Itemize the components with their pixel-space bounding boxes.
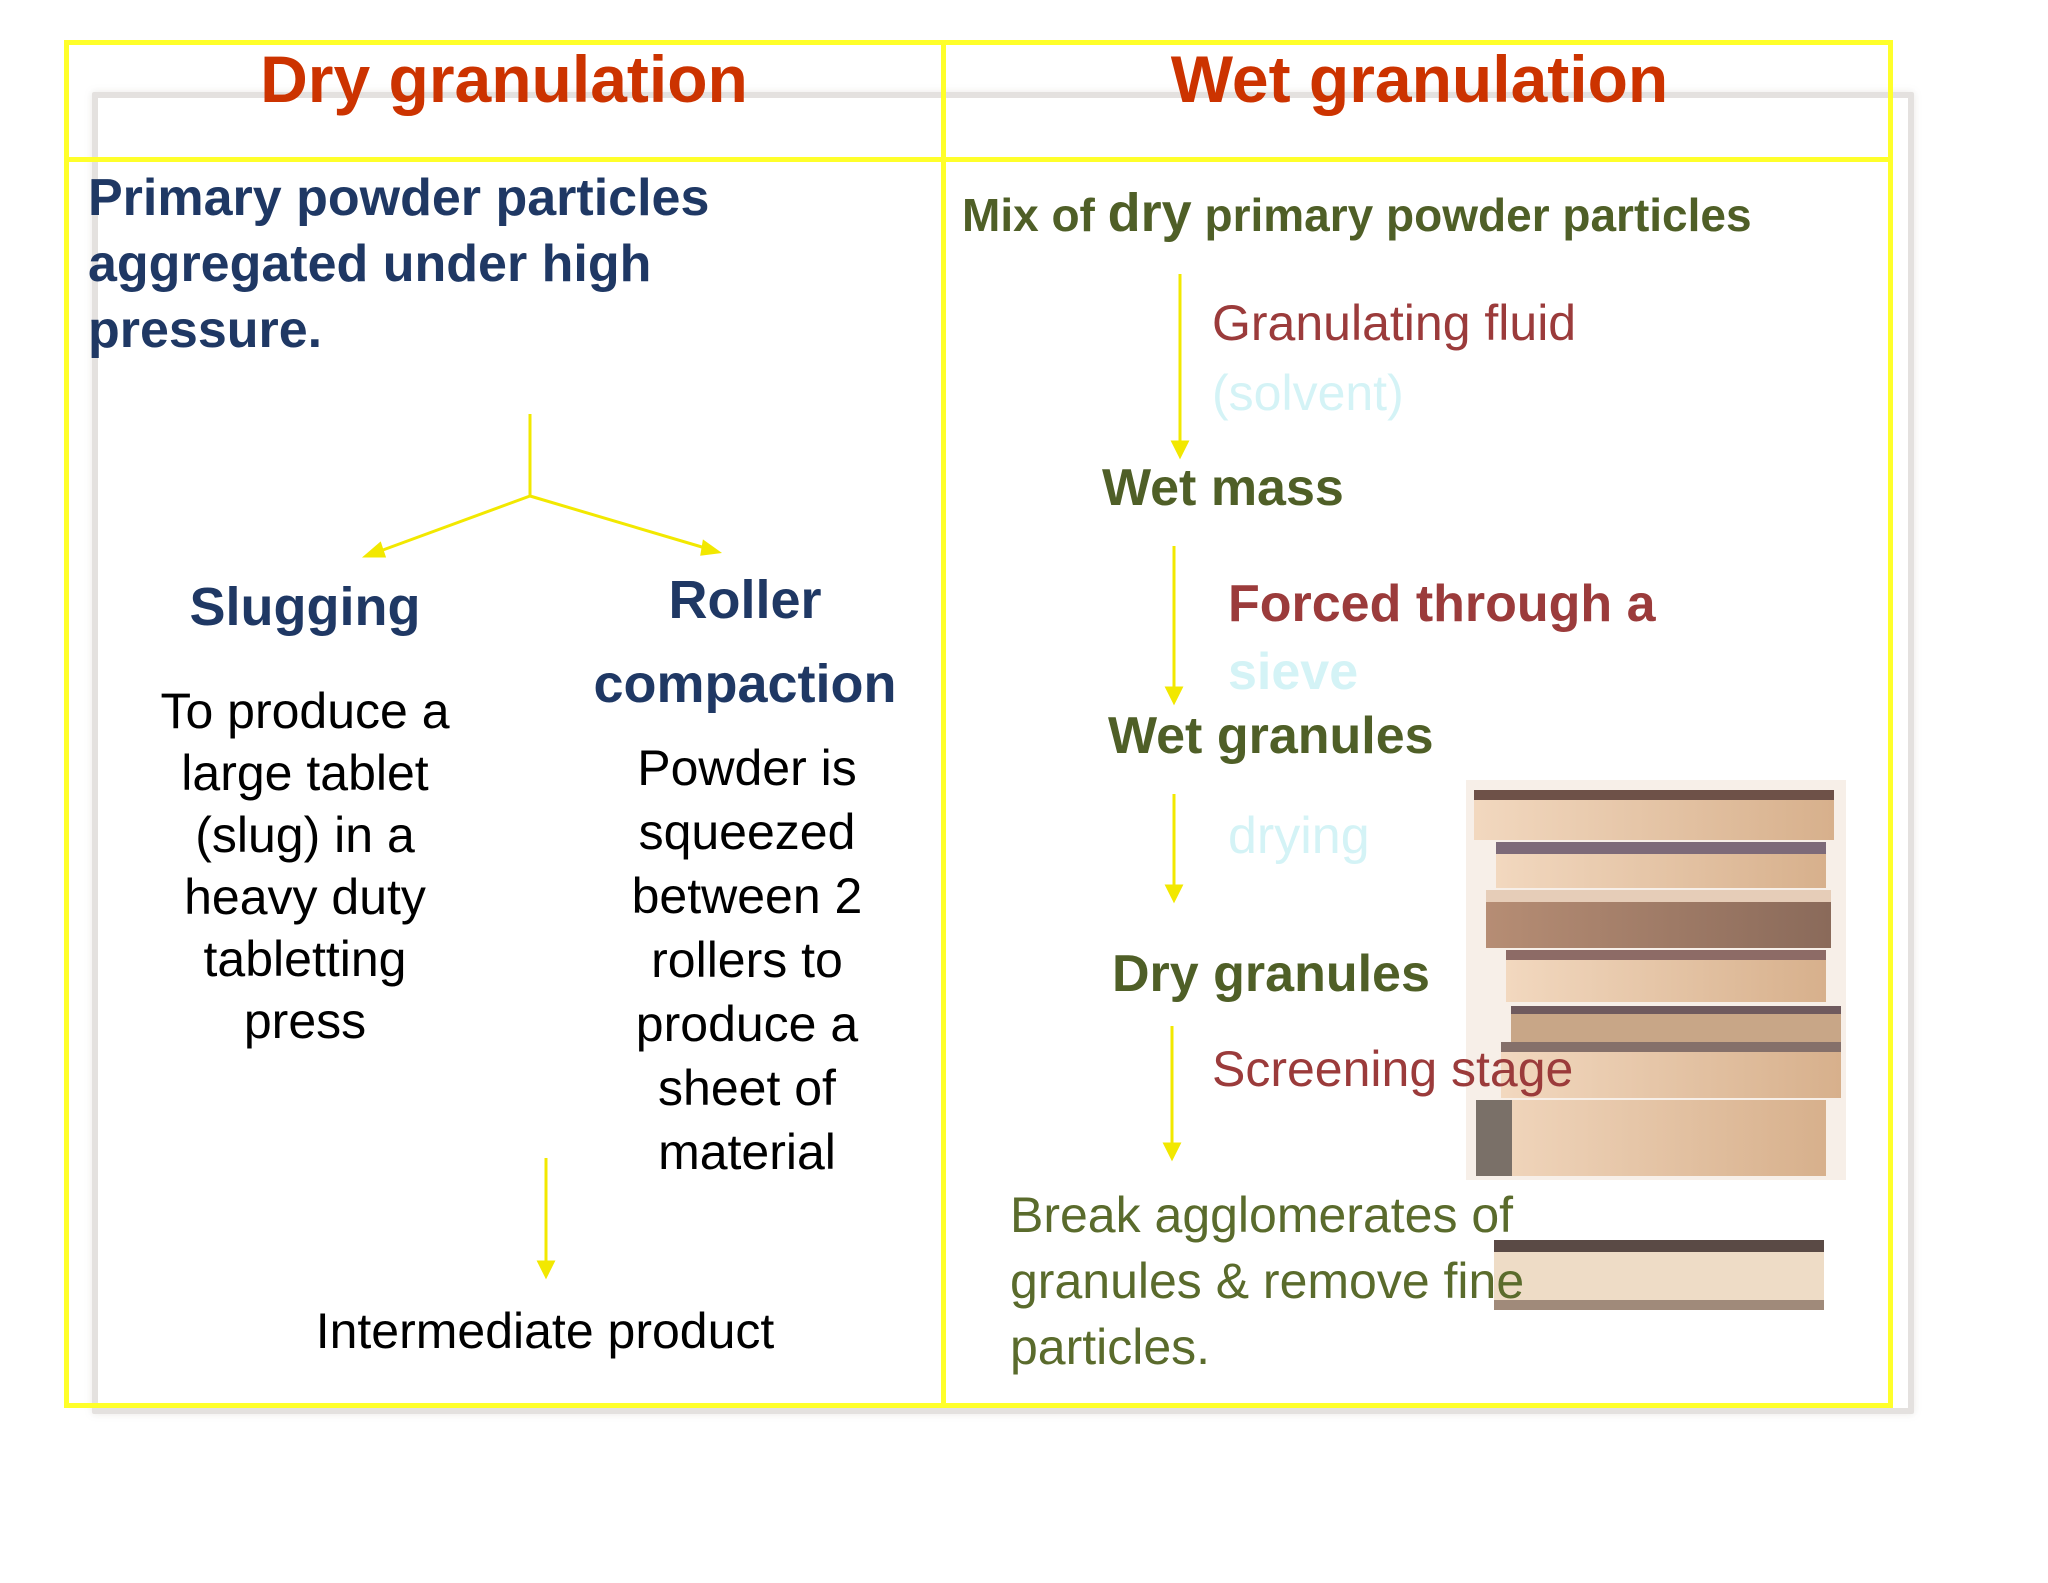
header-wet-granulation: Wet granulation (1170, 42, 1669, 116)
slugging-desc-line: (slug) in a (195, 807, 415, 863)
slugging-desc-line: tabletting (203, 931, 407, 987)
column-divider (941, 40, 946, 1408)
roller-desc-line: squeezed (638, 804, 856, 860)
header-dry-granulation: Dry granulation (260, 42, 748, 116)
wet-arrowhead-4 (1162, 1142, 1182, 1162)
wet-arrowhead-2 (1164, 686, 1184, 706)
step-granulating-fluid: Granulating fluid (solvent) (1212, 288, 1576, 428)
step-sieve-line: sieve (1228, 643, 1359, 701)
dry-result-arrowhead (536, 1260, 556, 1280)
slugging-desc-line: To produce a (160, 683, 450, 739)
wet-start-prefix: Mix of (962, 189, 1108, 241)
wet-final-result: Break agglomerates of granules & remove … (1010, 1182, 1524, 1380)
wet-mass: Wet mass (1102, 459, 1344, 517)
wet-start: Mix of dry primary powder particles (962, 182, 1752, 244)
roller-desc-line: rollers to (651, 932, 843, 988)
slugging-desc-line: heavy duty (184, 869, 426, 925)
stacked-books-icon (1466, 780, 1846, 1310)
header-divider (64, 157, 1893, 162)
intermediate-product: Intermediate product (315, 1303, 775, 1359)
slugging-title: Slugging (189, 577, 421, 637)
branch-right-arrow (529, 494, 713, 552)
wet-arrowhead-1 (1170, 440, 1190, 460)
roller-desc-line: produce a (635, 996, 859, 1052)
branch-right-arrowhead (700, 539, 722, 556)
wet-start-suffix: primary powder particles (1191, 189, 1752, 241)
wet-final-line: Break agglomerates of (1010, 1187, 1514, 1243)
roller-compaction-title: Roller compaction (580, 558, 910, 726)
dry-intro: Primary powder particles aggregated unde… (88, 165, 709, 363)
slugging-desc-line: large tablet (181, 745, 429, 801)
step-granulating-fluid-line: (solvent) (1212, 365, 1404, 421)
wet-granules: Wet granules (1108, 707, 1434, 765)
slugging-desc-line: press (243, 993, 367, 1049)
step-screening-stage: Screening stage (1212, 1041, 1574, 1097)
slugging-description: To produce a large tablet (slug) in a he… (120, 680, 490, 1052)
wet-final-line: granules & remove fine (1010, 1253, 1525, 1309)
step-drying: drying (1228, 807, 1370, 865)
step-forced-through-sieve: Forced through a sieve (1228, 570, 1656, 706)
wet-arrowhead-3 (1164, 884, 1184, 904)
dry-granules: Dry granules (1112, 945, 1430, 1003)
roller-desc-line: between 2 (631, 868, 863, 924)
step-granulating-fluid-line: Granulating fluid (1212, 295, 1577, 351)
wet-start-emph: dry (1107, 183, 1192, 243)
roller-desc-line: sheet of (658, 1060, 836, 1116)
dry-intro-line: Primary powder particles (88, 169, 710, 227)
roller-desc-line: Powder is (637, 740, 857, 796)
dry-intro-line: aggregated under high (88, 235, 652, 293)
roller-desc-line: material (658, 1124, 836, 1180)
step-sieve-line: Forced through a (1228, 575, 1656, 633)
comparison-table (64, 40, 1893, 1408)
background-frame (92, 92, 1914, 1414)
roller-title-line: compaction (593, 654, 897, 714)
roller-title-line: Roller (668, 570, 822, 630)
dry-intro-line: pressure. (88, 301, 323, 359)
branch-left-arrow (371, 494, 531, 556)
roller-description: Powder is squeezed between 2 rollers to … (572, 736, 922, 1184)
branch-left-arrowhead (361, 541, 387, 558)
wet-final-line: particles. (1010, 1319, 1211, 1375)
